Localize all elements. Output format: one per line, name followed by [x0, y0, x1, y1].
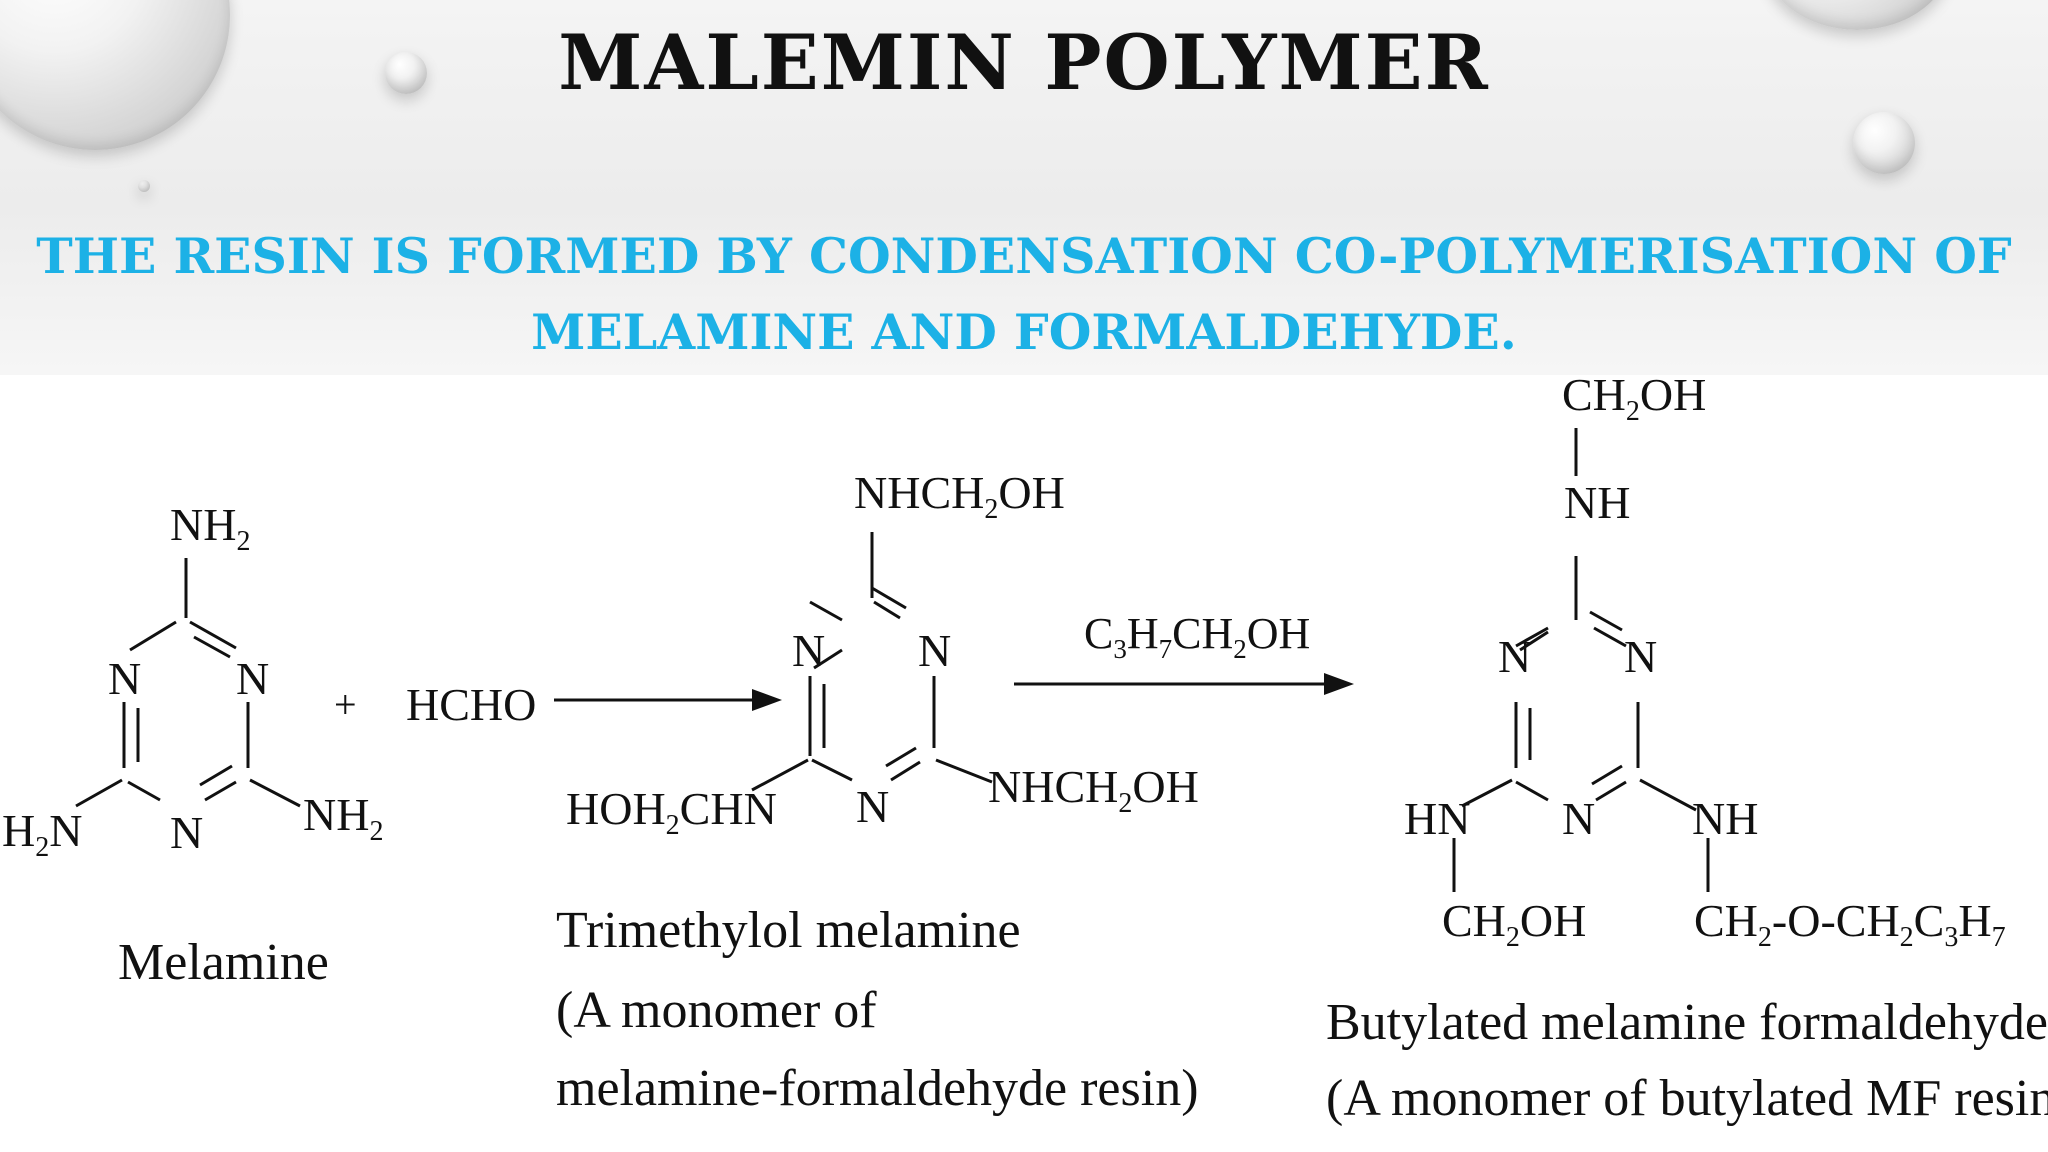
subtitle-line-1: The resin is formed by condensation co-p… [36, 227, 2012, 285]
trimethylol-hoh2chn-left: HOH2CHN [566, 783, 777, 841]
melamine-labels: N N N NH2 NH2 H2N [2, 499, 383, 863]
melamine-ring-n-bottom: N [170, 807, 203, 858]
melamine-ring-n-right: N [236, 653, 269, 704]
water-drop-decoration [1853, 112, 1915, 174]
butylated-ether-chain: CH2-O-CH2C3H7 [1694, 895, 2006, 953]
melamine-nh2-top: NH2 [170, 499, 250, 557]
butylated-ring-n-bottom: N [1562, 793, 1595, 844]
trimethylol-ring-n-left: N [792, 625, 825, 676]
reagent-butanol: C3H7CH2OH [1084, 609, 1310, 664]
arrow-head-1 [752, 689, 782, 711]
butylated-labels: CH2OH NH N N N HN NH CH2OH CH2-O-CH2C3H7 [1404, 369, 2006, 953]
butylated-nh-right: NH [1692, 793, 1758, 844]
butylated-ring-n-left: N [1498, 631, 1531, 682]
subtitle-line-2: melamine and formaldehyde. [531, 303, 1517, 361]
trimethylol-caption-line-1: Trimethylol melamine [556, 902, 1021, 959]
butylated-caption: Butylated melamine formaldehyde (A monom… [1326, 992, 2048, 1130]
butylated-substituent-bonds [1452, 428, 1710, 892]
melamine-substituent-bonds [75, 558, 301, 808]
butylated-nh-top: NH [1564, 477, 1630, 528]
melamine-ring-n-left: N [108, 653, 141, 704]
butylated-hn-left: HN [1404, 793, 1470, 844]
trimethylol-nhch2oh-right: NHCH2OH [988, 761, 1199, 819]
melamine-ring-bonds [122, 620, 250, 802]
butylated-ch2oh-bottom: CH2OH [1442, 895, 1586, 953]
trimethylol-caption-line-2: (A monomer of [556, 982, 877, 1039]
water-drop-decoration [138, 180, 150, 192]
trimethylol-caption: Trimethylol melamine (A monomer of melam… [556, 900, 1199, 1120]
reagent-hcho: HCHO [406, 679, 536, 730]
slide-title: MALEMIN POLYMER [558, 18, 1490, 107]
trimethylol-substituent-bonds [751, 532, 993, 792]
trimethylol-ring-n-bottom: N [856, 781, 889, 832]
melamine-nh2-right: NH2 [303, 789, 383, 847]
melamine-h2n-left: H2N [2, 805, 82, 863]
trimethylol-labels: N N N NHCH2OH NHCH2OH HOH2CHN [566, 467, 1199, 841]
slide-subtitle: The resin is formed by condensation co-p… [0, 218, 2048, 370]
trimethylol-ring-bonds [808, 586, 936, 782]
melamine-caption: Melamine [118, 934, 329, 991]
butylated-caption-line-1: Butylated melamine formaldehyde [1326, 994, 2048, 1051]
butylated-caption-line-2: (A monomer of butylated MF resin) [1326, 1070, 2048, 1127]
trimethylol-caption-line-3: melamine-formaldehyde resin) [556, 1060, 1199, 1117]
trimethylol-ring-n-right: N [918, 625, 951, 676]
butylated-ring-n-right: N [1624, 631, 1657, 682]
arrow-head-2 [1324, 673, 1354, 695]
butylated-ring-bonds [1514, 610, 1640, 802]
plus-sign: + [334, 682, 357, 727]
butylated-ch2oh-top: CH2OH [1562, 369, 1706, 427]
header-band [0, 0, 2048, 375]
water-drop-decoration [385, 52, 427, 94]
trimethylol-nhch2oh-top: NHCH2OH [854, 467, 1065, 525]
